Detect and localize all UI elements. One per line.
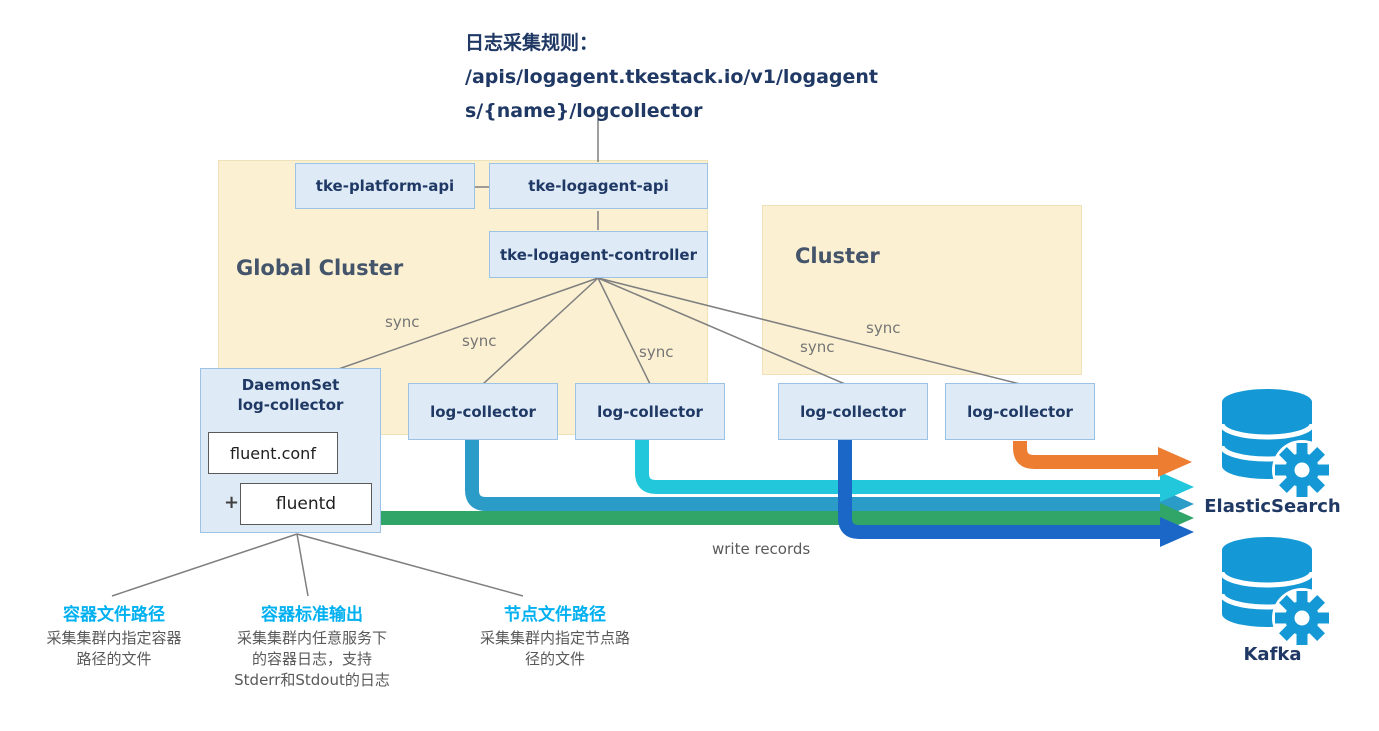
cluster-title: Cluster xyxy=(795,244,880,268)
fluentd-box: fluentd xyxy=(240,483,372,525)
fluentd-label: fluentd xyxy=(275,494,337,514)
tke-platform-api-label: tke-platform-api xyxy=(315,177,455,195)
daemonset-title: DaemonSet log-collector xyxy=(237,376,344,414)
flow-arrow-orange xyxy=(1013,441,1192,477)
flow-arrow-blue xyxy=(838,440,1194,547)
tke-logagent-api-label: tke-logagent-api xyxy=(528,177,669,195)
log-collector-box-2: log-collector xyxy=(575,383,725,440)
output-group-container-stdout: 容器标准输出 采集集群内任意服务下 的容器日志，支持 Stderr和Stdout… xyxy=(222,600,402,691)
kafka-label: Kafka xyxy=(1243,644,1302,665)
tke-platform-api-box: tke-platform-api xyxy=(295,163,475,209)
tke-logagent-api-box: tke-logagent-api xyxy=(489,163,708,209)
sync-label-4: sync xyxy=(800,338,835,356)
fluent-conf-box: fluent.conf xyxy=(208,432,338,474)
output-heading: 容器标准输出 xyxy=(261,605,363,625)
log-collector-label: log-collector xyxy=(800,402,906,421)
global-cluster-title: Global Cluster xyxy=(236,256,404,280)
log-collector-box-4: log-collector xyxy=(945,383,1095,440)
sync-label-3: sync xyxy=(639,343,674,361)
elasticsearch-label: ElasticSearch xyxy=(1204,496,1341,517)
write-records-label: write records xyxy=(712,540,811,558)
output-body: 采集集群内指定容器 路径的文件 xyxy=(46,629,182,668)
sync-label-5: sync xyxy=(866,319,901,337)
flow-arrow-cyan xyxy=(635,440,1194,502)
tke-logagent-controller-box: tke-logagent-controller xyxy=(489,231,708,278)
connector-lines xyxy=(111,110,1021,597)
plus-sign: + xyxy=(224,492,240,513)
sync-label-2: sync xyxy=(462,332,497,350)
log-collector-label: log-collector xyxy=(967,402,1073,421)
output-heading: 容器文件路径 xyxy=(63,605,165,625)
output-body: 采集集群内指定节点路 径的文件 xyxy=(479,629,630,668)
log-collector-label: log-collector xyxy=(597,402,703,421)
output-heading: 节点文件路径 xyxy=(504,605,606,625)
elasticsearch-icon xyxy=(1222,389,1332,500)
log-collector-box-3: log-collector xyxy=(778,383,928,440)
cluster-box xyxy=(762,205,1082,375)
output-body: 采集集群内任意服务下 的容器日志，支持 Stderr和Stdout的日志 xyxy=(234,629,390,689)
tke-logagent-controller-label: tke-logagent-controller xyxy=(499,245,698,264)
output-group-container-path: 容器文件路径 采集集群内指定容器 路径的文件 xyxy=(29,600,199,670)
api-rule-title: 日志采集规则： /apis/logagent.tkestack.io/v1/lo… xyxy=(465,32,878,122)
output-group-node-path: 节点文件路径 采集集群内指定节点路 径的文件 xyxy=(460,600,650,670)
fluent-conf-label: fluent.conf xyxy=(230,443,316,463)
flow-arrow-teal xyxy=(465,440,1194,519)
sync-label-1: sync xyxy=(385,313,420,331)
log-collector-label: log-collector xyxy=(430,402,536,421)
kafka-icon xyxy=(1222,537,1332,648)
log-collector-box-1: log-collector xyxy=(408,383,558,440)
